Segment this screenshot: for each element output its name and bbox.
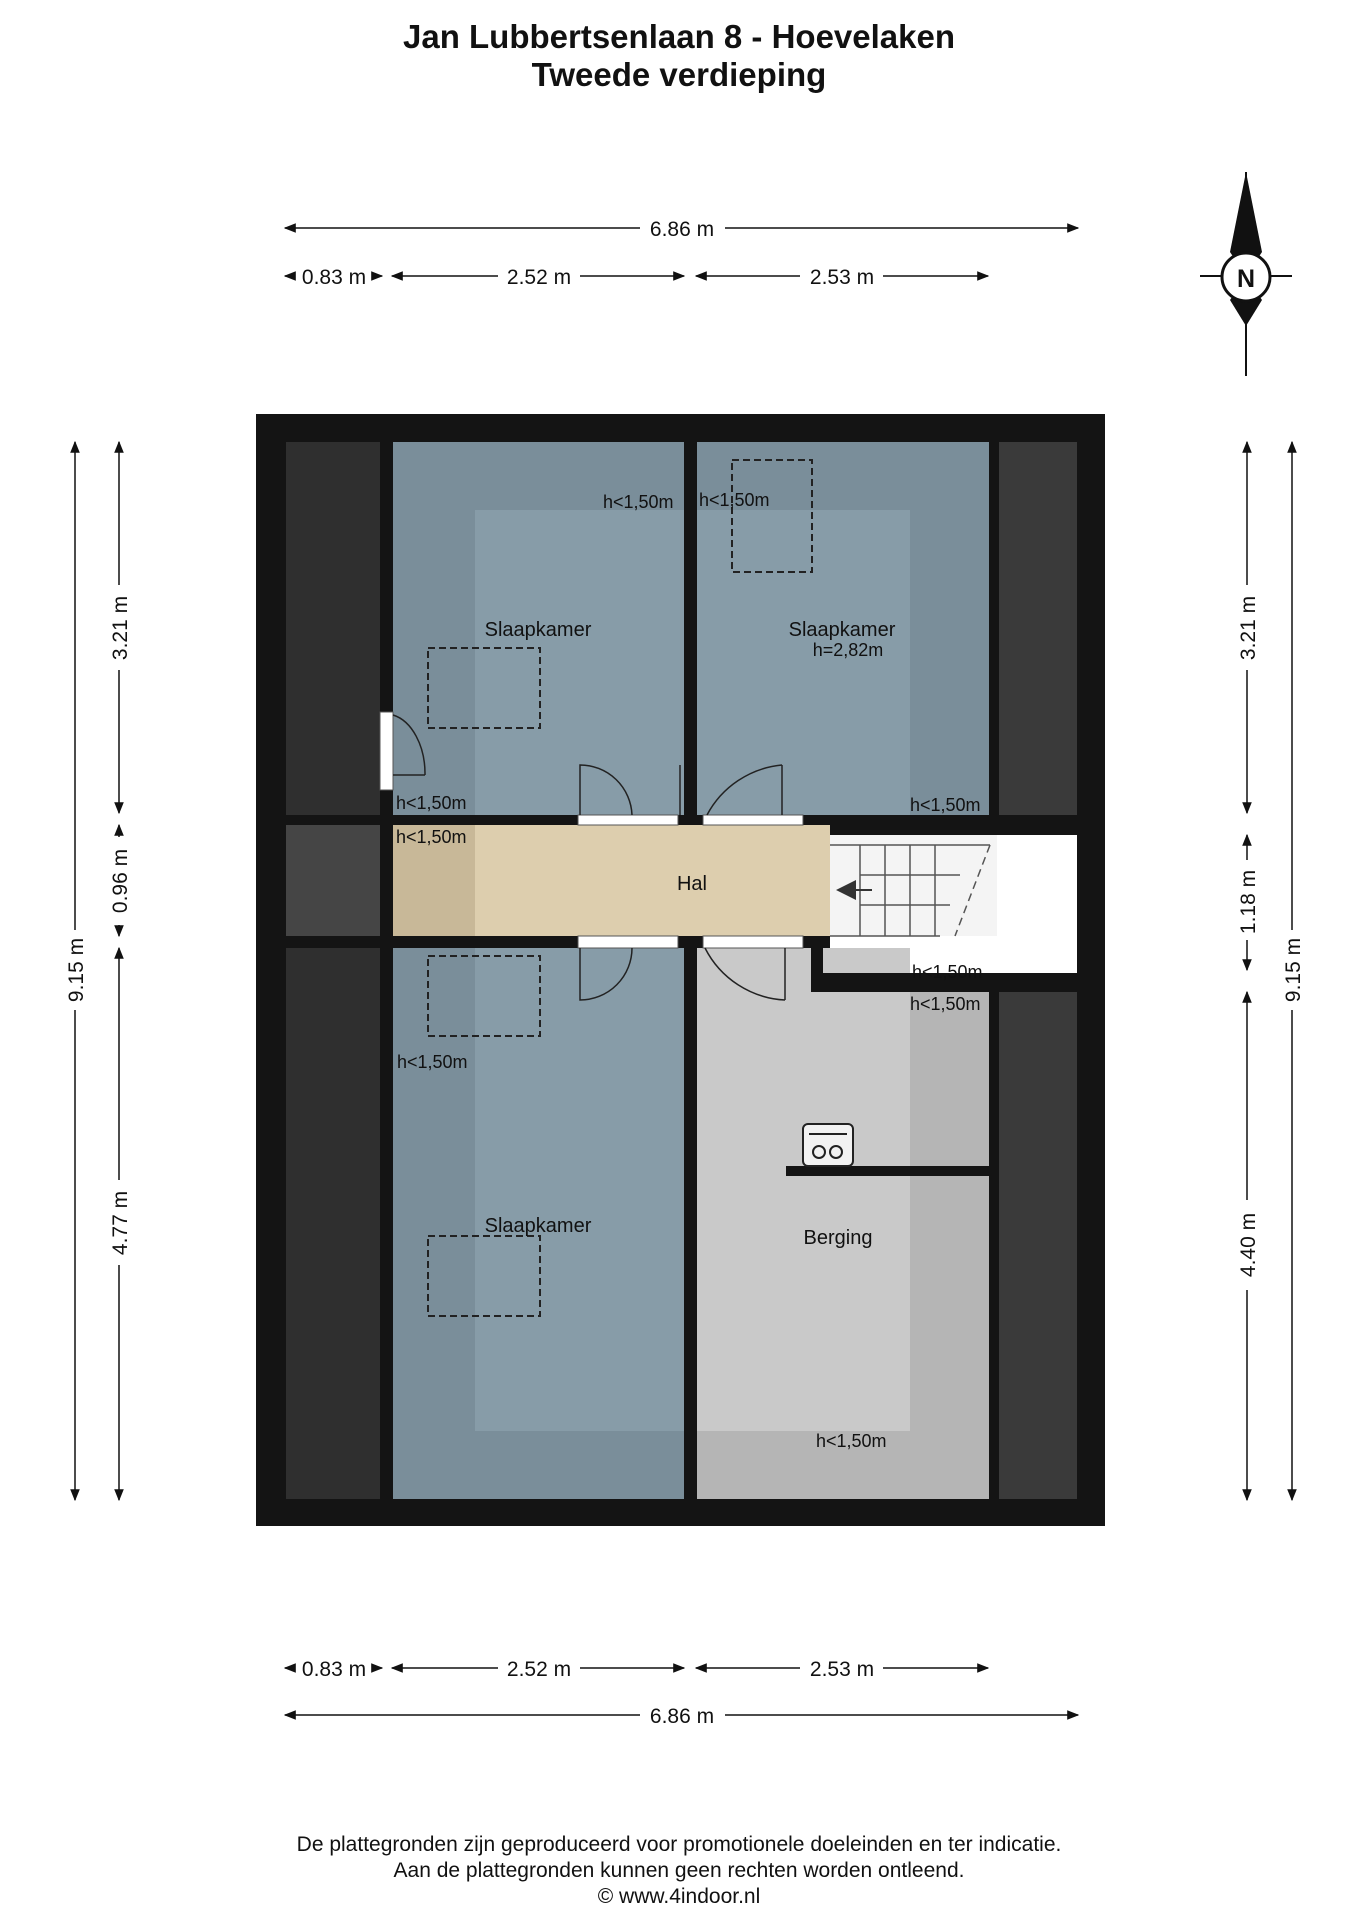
height-note-ne-bottom: h<1,50m <box>910 795 981 815</box>
dimensions-right <box>1242 440 1297 1502</box>
height-note-hall-left: h<1,50m <box>396 827 467 847</box>
wall-hall-n <box>286 815 1077 825</box>
door-nw-left-icon <box>579 764 633 816</box>
storage-high-zone <box>697 948 910 1431</box>
height-note-ne-top: h<1,50m <box>699 490 770 510</box>
plan-title: Jan Lubbertsenlaan 8 - Hoevelaken <box>402 18 956 55</box>
eaves-sw <box>286 948 380 1499</box>
room-label-bedroom-sw: Slaapkamer <box>485 1215 592 1237</box>
wall-hall-s-w <box>286 936 811 948</box>
dimensions-left <box>70 440 124 1502</box>
disclaimer-line-2: Aan de plattegronden kunnen geen rechten… <box>393 1859 965 1882</box>
skylights <box>427 459 813 1317</box>
dim-bottom-seg-2: 2.52 m <box>507 1658 571 1681</box>
copyright-link[interactable]: © www.4indoor.nl <box>597 1885 761 1908</box>
dim-right-seg-3: 4.40 m <box>1237 1213 1260 1277</box>
staircase <box>830 844 991 937</box>
height-note-stair-landing: h<1,50m <box>912 962 983 982</box>
room-label-storage: Berging <box>804 1227 873 1249</box>
skylight-ne <box>731 459 813 573</box>
north-arrow-icon: N <box>1200 172 1292 376</box>
building: Slaapkamer Slaapkamer h=2,82m Hal Slaapk… <box>256 414 1105 1526</box>
storage-shelf <box>786 1166 989 1176</box>
compass-label: N <box>1237 265 1255 293</box>
room-label-hall: Hal <box>677 873 707 895</box>
plan-subtitle: Tweede verdieping <box>531 56 827 93</box>
dimensions-top <box>283 223 1080 281</box>
eaves-nw <box>286 442 380 815</box>
dim-top-seg-3: 2.53 m <box>810 266 874 289</box>
room-label-bedroom-nw: Slaapkamer <box>485 619 592 641</box>
dim-left-total: 9.15 m <box>65 938 88 1002</box>
door-gap-ne <box>702 814 804 826</box>
stair-wall-bottom <box>811 973 1077 992</box>
wall-e-inner <box>989 442 999 815</box>
eaves-w-mid <box>286 825 380 936</box>
skylight-sw <box>427 1235 541 1317</box>
room-height-bedroom-ne: h=2,82m <box>813 640 884 660</box>
door-gap-eaves <box>379 711 394 791</box>
height-note-nw-bottom: h<1,50m <box>396 793 467 813</box>
disclaimer-line-1: De plattegronden zijn geproduceerd voor … <box>296 1833 1062 1856</box>
door-gap-se <box>702 935 804 949</box>
dim-right-seg-2: 1.18 m <box>1237 870 1260 934</box>
wall-e-inner-s <box>989 992 999 1499</box>
dim-bottom-total: 6.86 m <box>650 1705 714 1728</box>
dim-left-seg-1: 3.21 m <box>109 596 132 660</box>
skylight-sw-top <box>427 955 541 1037</box>
dim-right-total: 9.15 m <box>1282 938 1305 1002</box>
dimensions-bottom <box>283 1663 1080 1720</box>
dim-top-seg-2: 2.52 m <box>507 266 571 289</box>
wall-center-s <box>684 948 697 1499</box>
height-note-storage-bottom: h<1,50m <box>816 1431 887 1451</box>
stair-wall-left <box>811 936 823 992</box>
bedroom-sw-high-zone <box>475 948 684 1431</box>
height-note-sw-top: h<1,50m <box>397 1052 468 1072</box>
stair-landing <box>830 835 997 936</box>
eaves-ne <box>999 442 1077 815</box>
boiler-icon <box>802 1123 854 1167</box>
dim-right-seg-1: 3.21 m <box>1237 596 1260 660</box>
wall-w-inner <box>380 442 393 1499</box>
dim-top-total: 6.86 m <box>650 218 714 241</box>
door-gap-sw <box>577 935 679 949</box>
eaves-se <box>999 992 1077 1499</box>
room-label-bedroom-ne: Slaapkamer <box>789 619 896 641</box>
dim-left-seg-3: 4.77 m <box>109 1191 132 1255</box>
height-note-nw-top: h<1,50m <box>603 492 674 512</box>
bedroom-ne-high-zone <box>697 510 910 815</box>
dim-bottom-seg-3: 2.53 m <box>810 1658 874 1681</box>
bedroom-nw-high-zone <box>475 510 684 815</box>
wall-center-n <box>684 442 697 815</box>
skylight-nw <box>427 647 541 729</box>
height-note-storage-top: h<1,50m <box>910 994 981 1014</box>
dim-top-seg-1: 0.83 m <box>302 266 366 289</box>
dim-bottom-seg-1: 0.83 m <box>302 1658 366 1681</box>
door-gap-nw <box>577 814 679 826</box>
hall-low-zone <box>393 825 475 936</box>
dim-left-seg-2: 0.96 m <box>109 849 132 913</box>
door-swings <box>392 714 786 1001</box>
